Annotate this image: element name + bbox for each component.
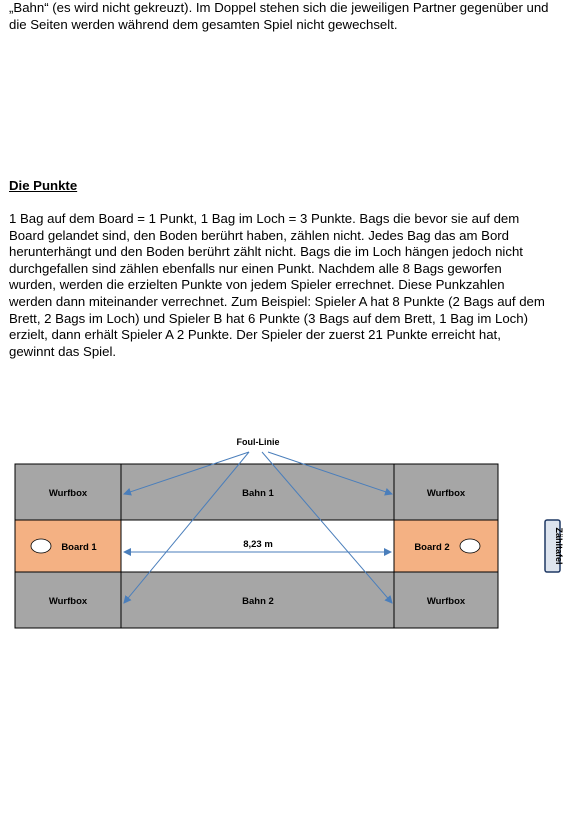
scoreboard [544, 519, 561, 573]
wurfbox-top-right [393, 463, 499, 521]
points-paragraph: 1 Bag auf dem Board = 1 Punkt, 1 Bag im … [9, 211, 545, 359]
bahn2-cell [120, 571, 395, 629]
wurfbox-top-left-label: Wurfbox [49, 488, 88, 499]
wurfbox-bottom-left [14, 571, 122, 629]
wurfbox-bottom-right [393, 571, 499, 629]
board2-label: Board 2 [414, 542, 449, 553]
wurfbox-top-left [14, 463, 122, 521]
section-heading: Die Punkte [9, 178, 78, 193]
distance-label: 8,23 m [243, 539, 273, 550]
foul-arrow-4 [261, 451, 393, 604]
bahn1-cell [120, 463, 395, 521]
board2-cell [393, 519, 499, 573]
board2-hole [459, 538, 481, 554]
wurfbox-bottom-left-label: Wurfbox [49, 596, 88, 607]
foul-arrow-3 [267, 451, 393, 496]
intro-paragraph: „Bahn“ (es wird nicht gekreuzt). Im Dopp… [9, 0, 549, 32]
wurfbox-top-right-label: Wurfbox [427, 488, 466, 499]
bahn2-label: Bahn 2 [242, 596, 274, 607]
board1-hole [30, 538, 52, 554]
scoreboard-label: Zähltafel [554, 527, 564, 564]
bahn1-label: Bahn 1 [242, 488, 274, 499]
wurfbox-bottom-right-label: Wurfbox [427, 596, 466, 607]
foul-arrow-2 [123, 451, 250, 604]
foul-arrow-1 [123, 451, 250, 496]
board1-label: Board 1 [61, 542, 97, 553]
court-diagram: Foul-Linie Wurfbox Bahn 1 Wurfbox Board … [14, 437, 564, 629]
foul-line-label: Foul-Linie [237, 437, 280, 447]
